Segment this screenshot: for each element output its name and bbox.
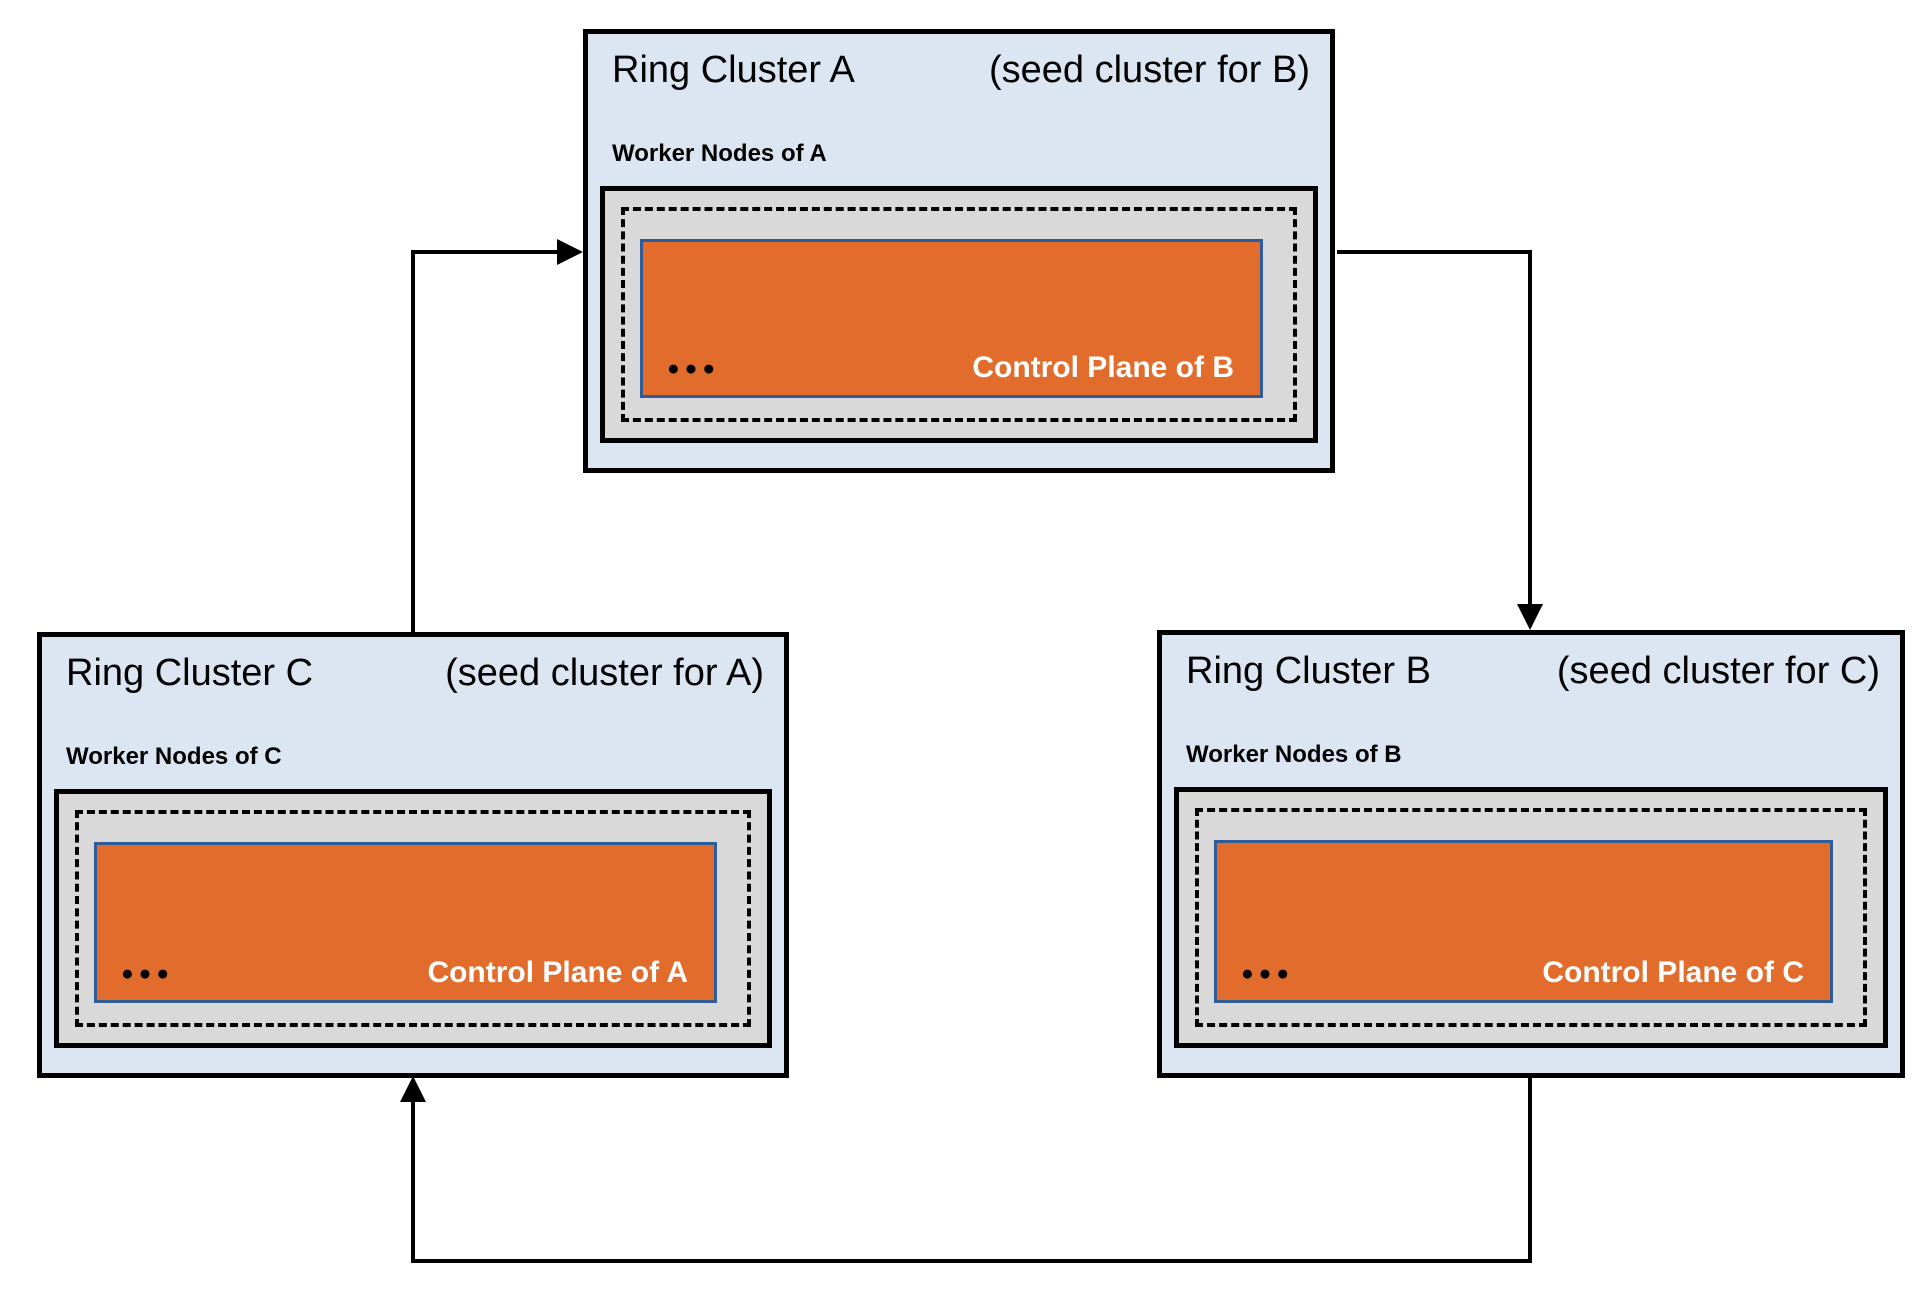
cluster-c-seed-note: (seed cluster for A) — [445, 652, 764, 694]
cluster-a-seed-note: (seed cluster for B) — [989, 49, 1310, 91]
ring-cluster-c: Ring Cluster C (seed cluster for A) Work… — [37, 632, 789, 1078]
cluster-b-dashed-boundary — [1195, 808, 1867, 1027]
cluster-a-title: Ring Cluster A — [612, 49, 855, 91]
ellipsis-dots: ●●● — [1241, 962, 1295, 985]
cluster-c-header: Ring Cluster C (seed cluster for A) — [66, 651, 764, 697]
cluster-a-control-plane-box: ●●● Control Plane of B — [640, 239, 1263, 398]
cluster-a-worker-nodes-label: Worker Nodes of A — [612, 140, 827, 167]
arrow-a-to-b-horizontal-segment — [1337, 250, 1532, 254]
arrow-a-to-b-arrowhead-icon — [1517, 604, 1543, 630]
cluster-b-control-plane-label: Control Plane of C — [1542, 956, 1804, 989]
ring-cluster-b: Ring Cluster B (seed cluster for C) Work… — [1157, 630, 1905, 1078]
cluster-b-worker-node-box: ●●● Control Plane of C — [1174, 787, 1888, 1048]
cluster-c-worker-node-box: ●●● Control Plane of A — [54, 789, 772, 1048]
cluster-a-header: Ring Cluster A (seed cluster for B) — [612, 48, 1310, 94]
arrow-b-to-c-arrowhead-icon — [400, 1076, 426, 1102]
cluster-a-dashed-boundary — [621, 207, 1297, 422]
arrow-c-to-a-vertical-segment — [411, 250, 415, 634]
ellipsis-dots: ●●● — [121, 962, 175, 985]
arrow-b-to-c-left-vertical-segment — [411, 1100, 415, 1263]
cluster-c-title: Ring Cluster C — [66, 652, 314, 694]
cluster-b-header: Ring Cluster B (seed cluster for C) — [1186, 649, 1880, 695]
ellipsis-dots: ●●● — [667, 357, 721, 380]
ring-cluster-a: Ring Cluster A (seed cluster for B) Work… — [583, 29, 1335, 473]
arrow-c-to-a-arrowhead-icon — [557, 239, 583, 265]
cluster-c-dashed-boundary — [75, 810, 751, 1027]
cluster-a-control-plane-label: Control Plane of B — [972, 351, 1234, 384]
cluster-c-control-plane-label: Control Plane of A — [427, 956, 688, 989]
cluster-b-title: Ring Cluster B — [1186, 650, 1431, 692]
cluster-b-worker-nodes-label: Worker Nodes of B — [1186, 741, 1402, 768]
arrow-a-to-b-vertical-segment — [1528, 250, 1532, 608]
arrow-b-to-c-right-vertical-segment — [1528, 1076, 1532, 1263]
arrow-b-to-c-horizontal-segment — [411, 1259, 1532, 1263]
cluster-b-control-plane-box: ●●● Control Plane of C — [1214, 840, 1833, 1003]
cluster-b-seed-note: (seed cluster for C) — [1556, 650, 1880, 692]
cluster-a-worker-node-box: ●●● Control Plane of B — [600, 186, 1318, 443]
arrow-c-to-a-horizontal-segment — [411, 250, 559, 254]
cluster-c-worker-nodes-label: Worker Nodes of C — [66, 743, 282, 770]
cluster-c-control-plane-box: ●●● Control Plane of A — [94, 842, 717, 1003]
